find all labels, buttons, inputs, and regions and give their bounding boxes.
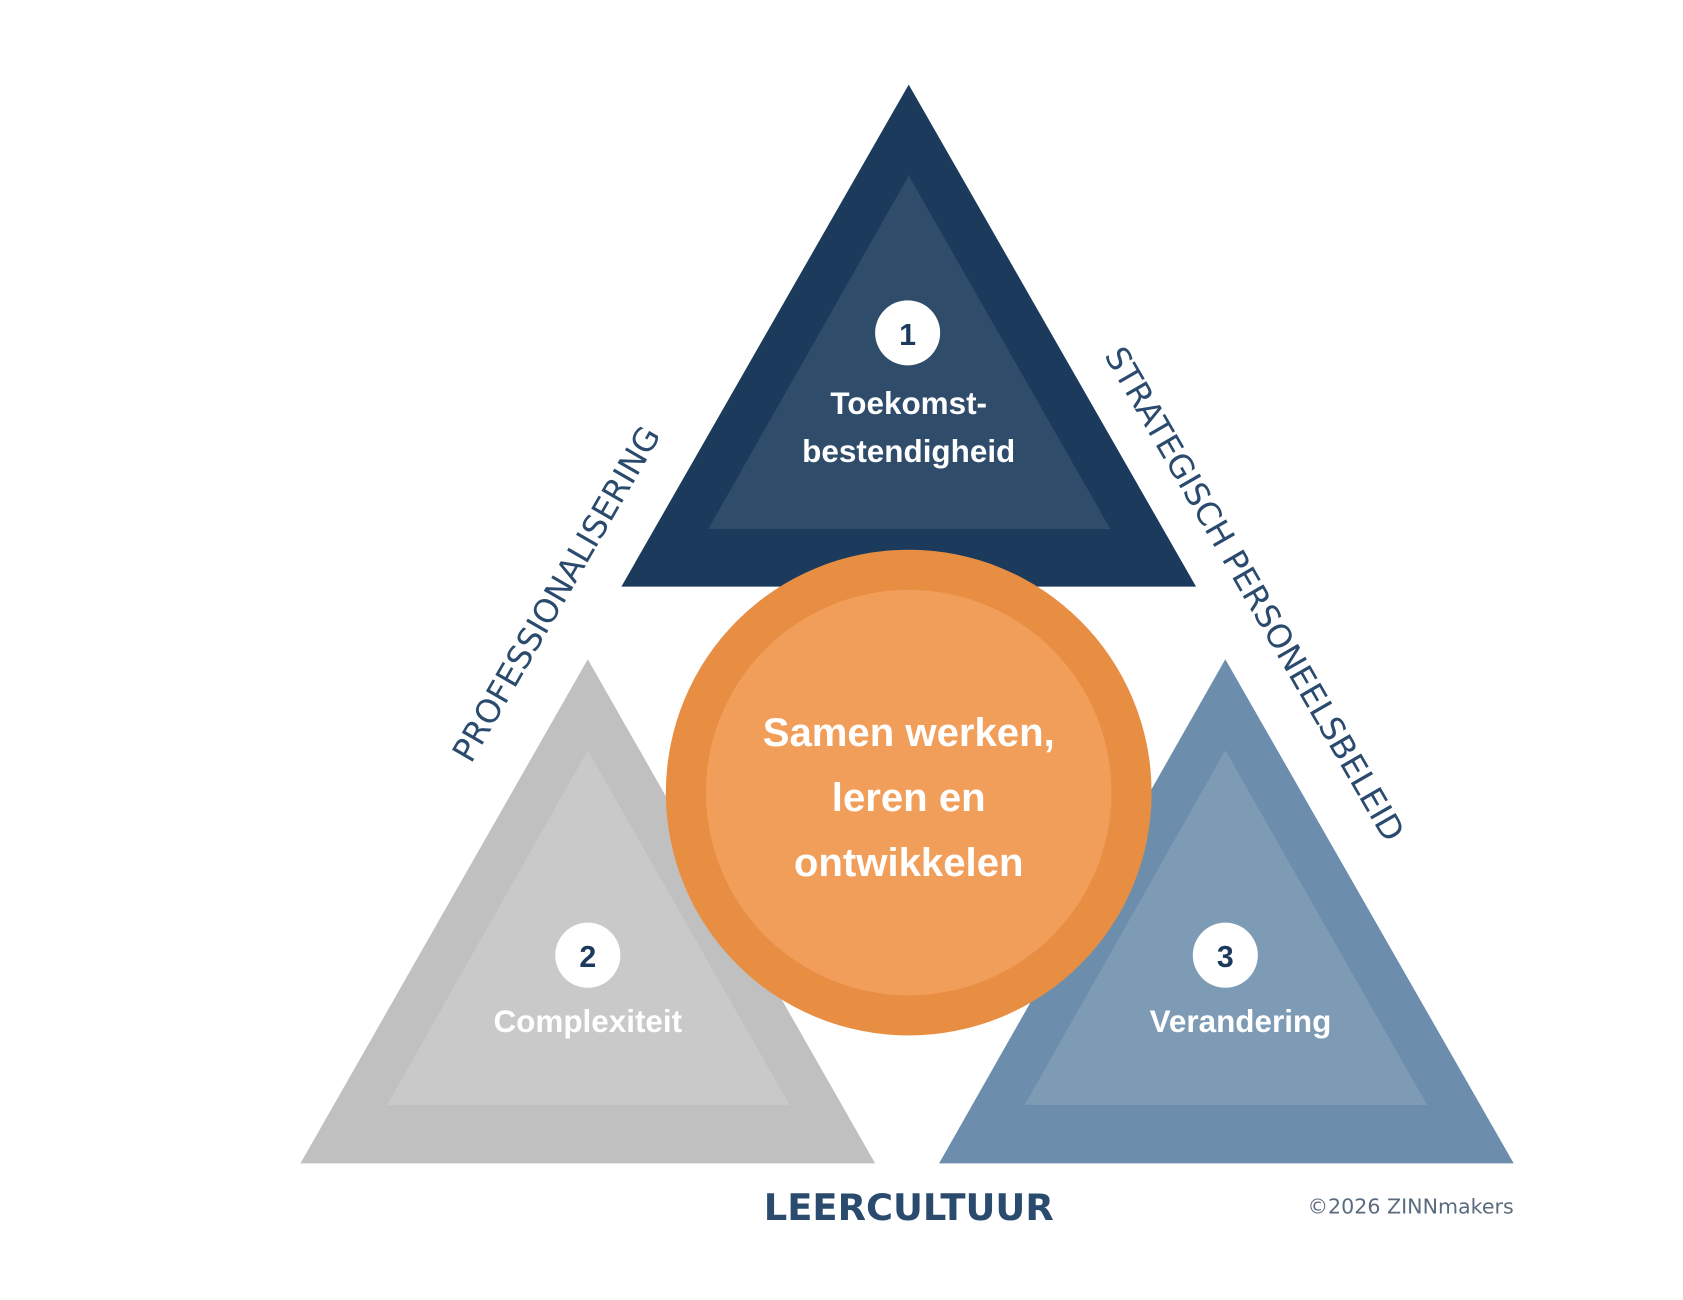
triangle-right-title: Verandering — [1150, 1004, 1332, 1039]
badge-3: 3 — [1192, 922, 1258, 988]
bottom-label-leercultuur: LEERCULTUUR — [764, 1186, 1054, 1229]
center-circle: Samen werken, leren en ontwikkelen — [665, 549, 1152, 1036]
badge-2-number: 2 — [579, 941, 596, 974]
badge-2: 2 — [555, 922, 621, 988]
center-text-line-2: leren en — [832, 776, 986, 820]
badge-3-circle — [1192, 922, 1258, 988]
badge-3-number: 3 — [1217, 941, 1234, 974]
center-text-line-3: ontwikkelen — [794, 841, 1024, 885]
triangle-left-title: Complexiteit — [493, 1004, 682, 1039]
triangle-top-title-line-1: Toekomst- — [830, 386, 987, 421]
center-circle-inner — [705, 589, 1112, 996]
copyright-text: ©2026 ZINNmakers — [1307, 1194, 1513, 1218]
center-text-line-1: Samen werken, — [763, 711, 1055, 755]
badge-1-circle — [875, 300, 941, 366]
badge-2-circle — [555, 922, 621, 988]
badge-1: 1 — [875, 300, 941, 366]
badge-1-number: 1 — [899, 319, 916, 352]
triangle-top-title-line-2: bestendigheid — [802, 434, 1015, 469]
